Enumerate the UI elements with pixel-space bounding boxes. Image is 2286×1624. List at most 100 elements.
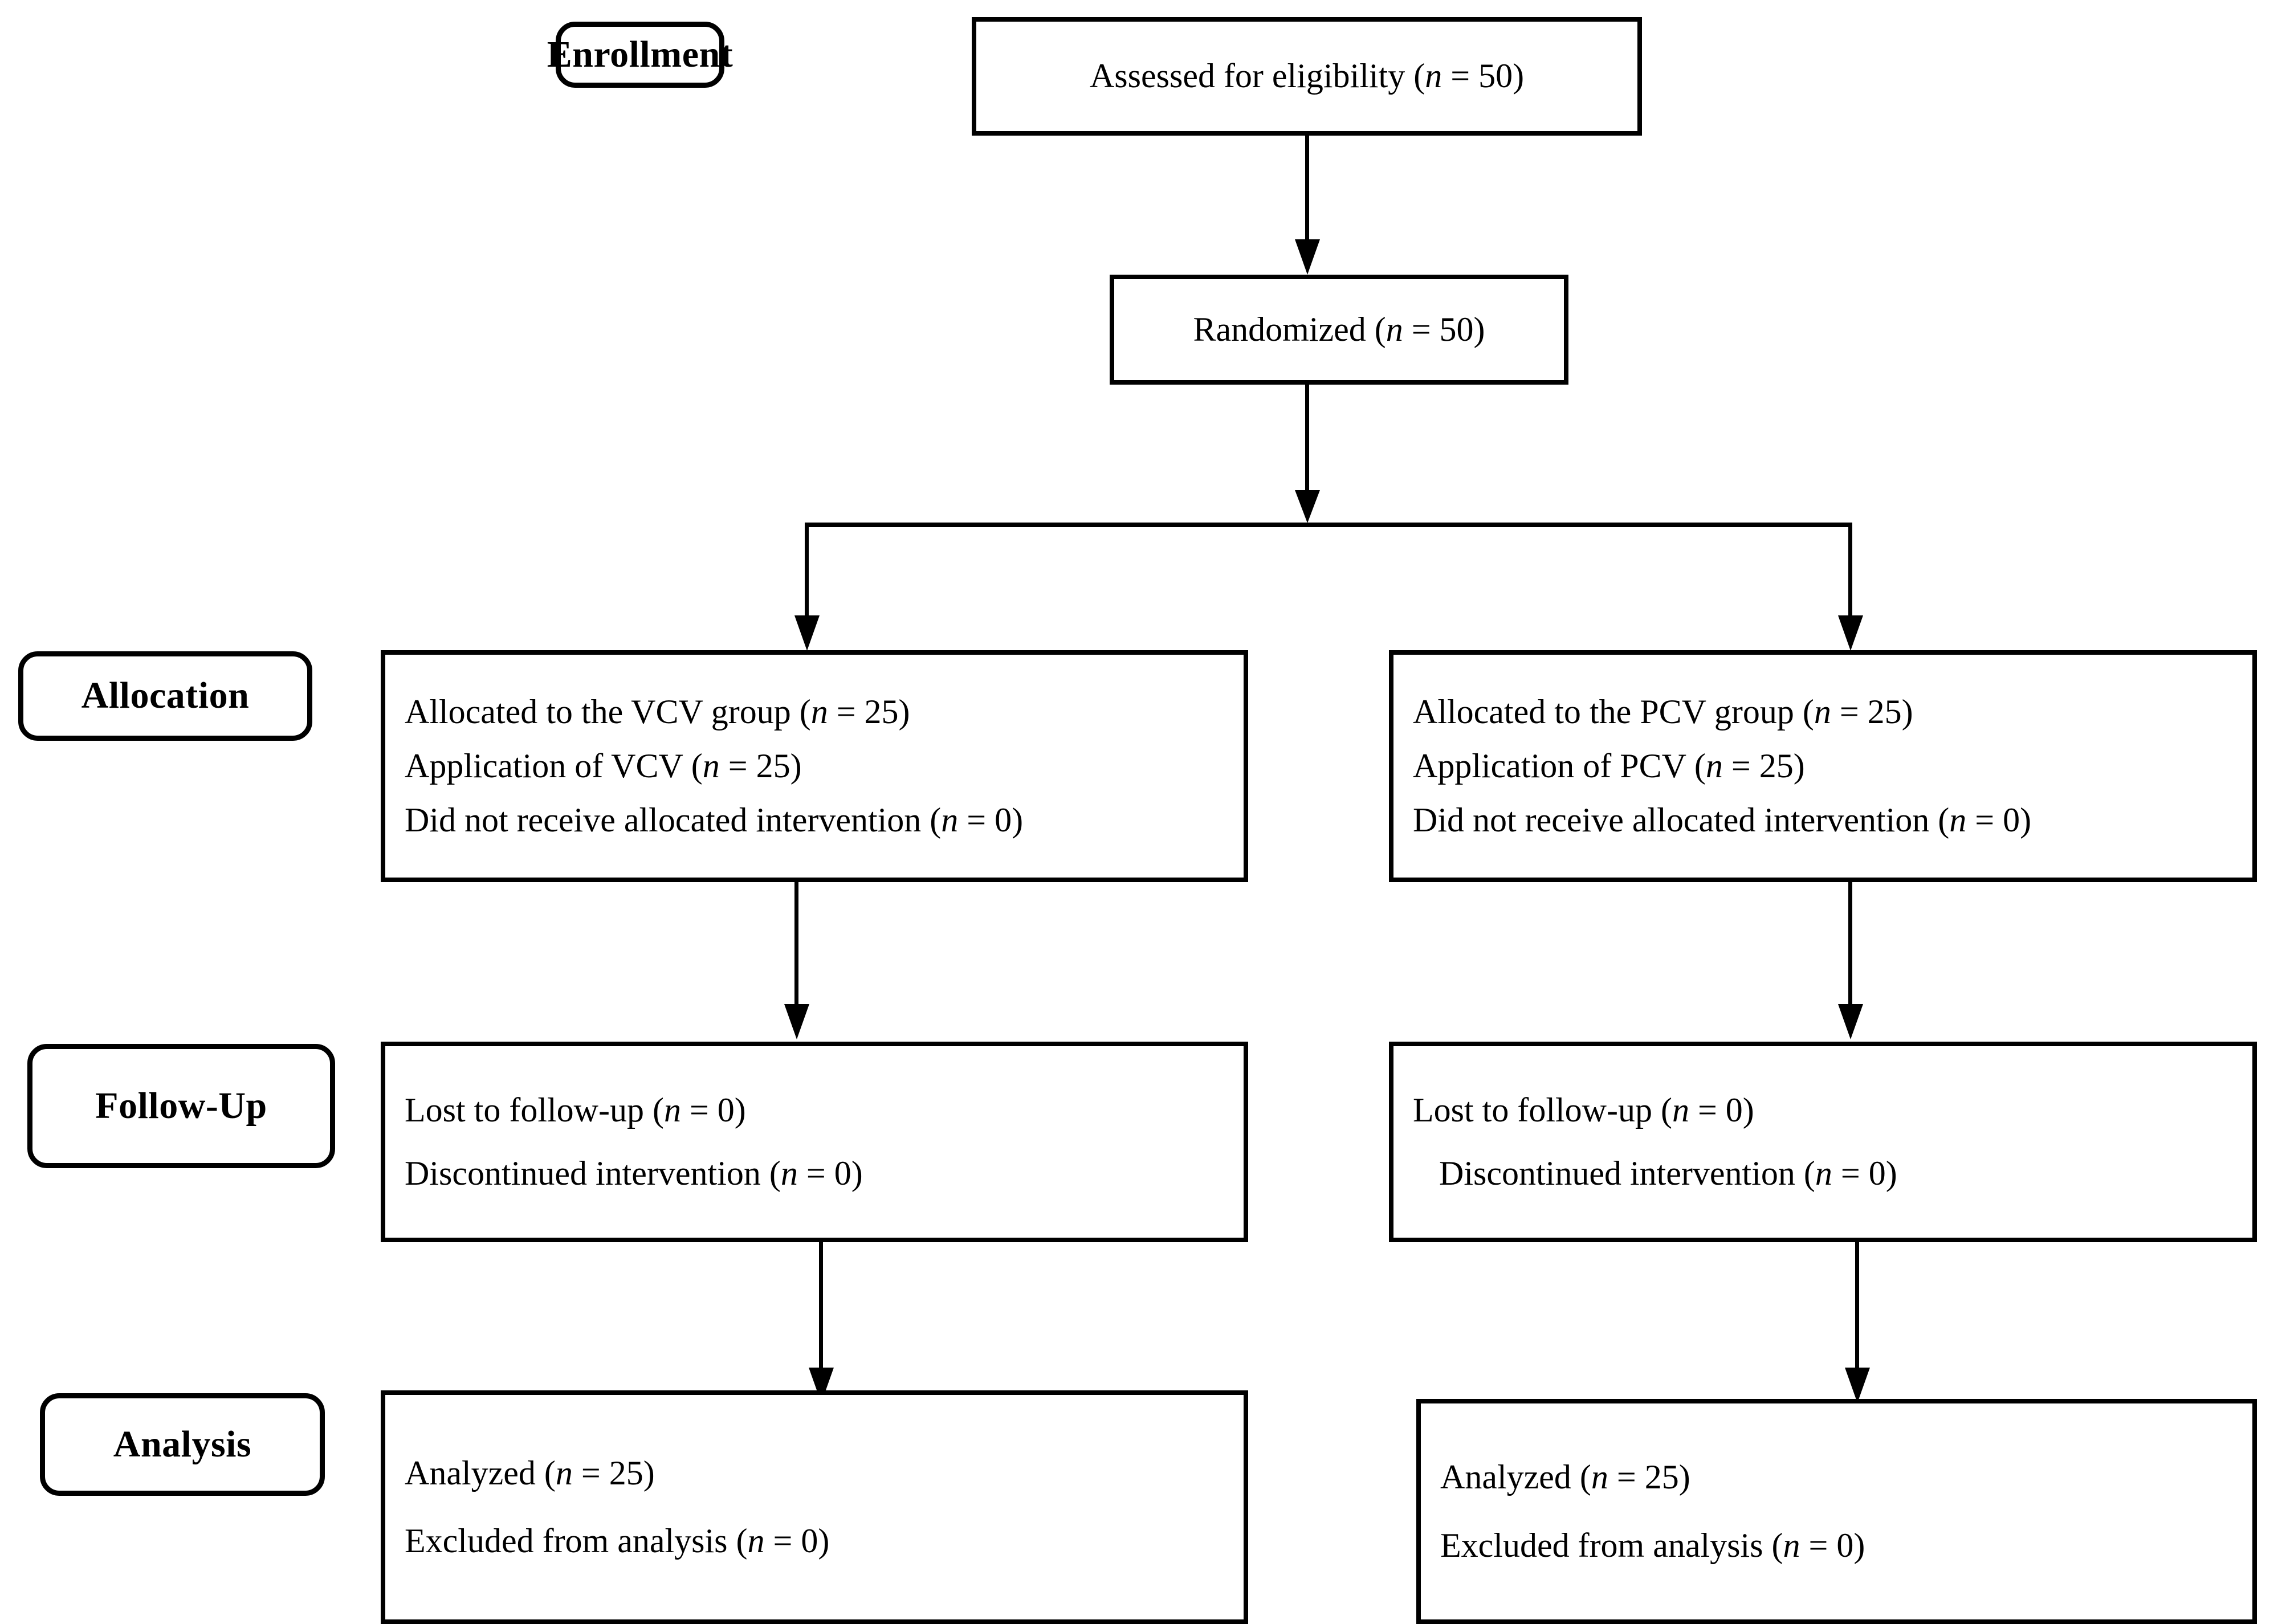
followup-vcv-line-2-close-paren: )	[851, 1154, 863, 1192]
assessed-value: 50	[1478, 57, 1513, 95]
allocation-vcv-line-2-eq: =	[719, 746, 756, 785]
allocation-pcv-line-3: Did not receive allocated intervention (…	[1413, 801, 2233, 839]
analysis-pcv-line-1-close-paren: )	[1678, 1458, 1690, 1496]
box-allocation-vcv: Allocated to the VCV group (n = 25) Appl…	[381, 650, 1248, 882]
analysis-pcv-line-1: Analyzed (n = 25)	[1440, 1458, 2233, 1496]
allocation-pcv-line-1-close-paren: )	[1901, 692, 1913, 731]
allocation-vcv-line-1-n-symbol: n	[810, 692, 828, 731]
analysis-pcv-line-2-close-paren: )	[1853, 1526, 1865, 1564]
stage-label-follow-up-text: Follow-Up	[95, 1084, 267, 1127]
stage-label-analysis: Analysis	[40, 1393, 325, 1496]
analysis-pcv-line-2-eq: =	[1800, 1526, 1837, 1564]
randomized-label: Randomized (	[1193, 310, 1386, 348]
allocation-vcv-line-1-label: Allocated to the VCV group (	[405, 692, 811, 731]
assessed-text: Assessed for eligibility (n = 50)	[1090, 57, 1524, 95]
stage-label-enrollment-text: Enrollment	[547, 33, 734, 75]
analysis-vcv-line-1-eq: =	[572, 1454, 609, 1492]
stage-label-allocation: Allocation	[18, 651, 312, 741]
assessed-close-paren: )	[1513, 57, 1525, 95]
allocation-pcv-line-2-close-paren: )	[1793, 746, 1805, 785]
connector-followup-to-analysis-right	[1855, 1242, 1859, 1372]
connector-split-right-drop	[1848, 523, 1852, 625]
allocation-vcv-line-2-label: Application of VCV (	[405, 746, 703, 785]
allocation-vcv-line-1: Allocated to the VCV group (n = 25)	[405, 693, 1224, 731]
arrowhead-allocation-left	[794, 615, 820, 651]
allocation-pcv-line-3-eq: =	[1966, 801, 2003, 839]
allocation-pcv-line-2: Application of PCV (n = 25)	[1413, 747, 2233, 785]
allocation-pcv-line-3-label: Did not receive allocated intervention (	[1413, 801, 1950, 839]
allocation-vcv-line-3-value: 0	[995, 801, 1012, 839]
allocation-pcv-line-2-eq: =	[1722, 746, 1759, 785]
box-analysis-pcv: Analyzed (n = 25) Excluded from analysis…	[1416, 1399, 2257, 1624]
analysis-pcv-line-1-n-symbol: n	[1591, 1458, 1608, 1496]
allocation-pcv-line-2-n-symbol: n	[1705, 746, 1723, 785]
followup-pcv-line-2: Discontinued intervention (n = 0)	[1413, 1154, 2233, 1193]
analysis-vcv-line-2-n-symbol: n	[747, 1522, 765, 1560]
followup-pcv-line-1-label: Lost to follow-up (	[1413, 1091, 1672, 1129]
followup-vcv-line-2-eq: =	[797, 1154, 834, 1192]
analysis-vcv-line-1-label: Analyzed (	[405, 1454, 556, 1492]
connector-allocation-to-followup-left	[794, 882, 798, 1009]
allocation-vcv-line-3-label: Did not receive allocated intervention (	[405, 801, 942, 839]
analysis-pcv-line-2-value: 0	[1836, 1526, 1854, 1564]
followup-pcv-line-2-label: Discontinued intervention (	[1439, 1154, 1815, 1192]
followup-pcv-line-1-n-symbol: n	[1672, 1091, 1689, 1129]
arrowhead-randomized	[1295, 239, 1320, 275]
followup-vcv-line-2-n-symbol: n	[780, 1154, 798, 1192]
analysis-pcv-line-1-value: 25	[1644, 1458, 1679, 1496]
assessed-label: Assessed for eligibility (	[1089, 57, 1425, 95]
allocation-pcv-line-1-label: Allocated to the PCV group (	[1413, 692, 1814, 731]
allocation-vcv-line-2-value: 25	[756, 746, 790, 785]
analysis-vcv-line-2-close-paren: )	[818, 1522, 830, 1560]
allocation-pcv-line-1-eq: =	[1831, 692, 1868, 731]
allocation-vcv-line-3-close-paren: )	[1012, 801, 1024, 839]
followup-pcv-line-1-value: 0	[1725, 1091, 1743, 1129]
arrowhead-split-junction	[1295, 490, 1320, 523]
randomized-text: Randomized (n = 50)	[1193, 311, 1485, 349]
followup-pcv-line-2-eq: =	[1832, 1154, 1869, 1192]
followup-vcv-line-1-n-symbol: n	[663, 1091, 681, 1129]
followup-vcv-line-1-eq: =	[680, 1091, 718, 1129]
analysis-pcv-line-2-label: Excluded from analysis (	[1440, 1526, 1783, 1564]
assessed-eq: =	[1442, 57, 1479, 95]
analysis-pcv-line-1-label: Analyzed (	[1440, 1458, 1591, 1496]
analysis-pcv-line-1-eq: =	[1608, 1458, 1645, 1496]
allocation-pcv-line-3-value: 0	[2003, 801, 2020, 839]
analysis-vcv-line-1-value: 25	[609, 1454, 643, 1492]
allocation-vcv-line-1-value: 25	[864, 692, 899, 731]
box-followup-vcv: Lost to follow-up (n = 0) Discontinued i…	[381, 1042, 1248, 1242]
box-analysis-vcv: Analyzed ( n = 25) Excluded from analysis…	[381, 1390, 1248, 1624]
arrowhead-followup-right	[1838, 1004, 1863, 1039]
randomized-close-paren: )	[1473, 310, 1485, 348]
followup-pcv-line-2-n-symbol: n	[1815, 1154, 1832, 1192]
followup-vcv-line-1-label: Lost to follow-up (	[405, 1091, 664, 1129]
box-followup-pcv: Lost to follow-up (n = 0) Discontinued i…	[1389, 1042, 2257, 1242]
allocation-vcv-line-1-eq: =	[828, 692, 865, 731]
stage-label-analysis-text: Analysis	[113, 1423, 252, 1465]
randomized-n-symbol: n	[1386, 310, 1403, 348]
connector-split-left-drop	[805, 523, 809, 625]
assessed-n-symbol: n	[1425, 57, 1442, 95]
box-assessed-for-eligibility: Assessed for eligibility (n = 50)	[972, 17, 1642, 136]
allocation-pcv-line-2-label: Application of PCV (	[1413, 746, 1706, 785]
allocation-pcv-line-1-value: 25	[1867, 692, 1902, 731]
connector-randomized-stem	[1305, 385, 1309, 508]
box-allocation-pcv: Allocated to the PCV group ( n = 25) Appl…	[1389, 650, 2257, 882]
allocation-pcv-line-2-value: 25	[1759, 746, 1794, 785]
randomized-eq: =	[1403, 310, 1440, 348]
followup-pcv-line-2-value: 0	[1868, 1154, 1886, 1192]
followup-pcv-line-1: Lost to follow-up (n = 0)	[1413, 1091, 2233, 1129]
analysis-vcv-line-2-eq: =	[764, 1522, 801, 1560]
connector-followup-to-analysis-left	[819, 1242, 823, 1372]
followup-vcv-line-1-value: 0	[717, 1091, 735, 1129]
followup-vcv-line-1-close-paren: )	[734, 1091, 746, 1129]
arrowhead-allocation-right	[1838, 615, 1863, 651]
allocation-pcv-line-3-n-symbol: n	[1949, 801, 1967, 839]
followup-vcv-line-2-value: 0	[834, 1154, 851, 1192]
allocation-pcv-line-3-close-paren: )	[2020, 801, 2032, 839]
arrowhead-followup-left	[784, 1004, 809, 1039]
analysis-vcv-line-2: Excluded from analysis (n = 0)	[405, 1522, 1224, 1560]
connector-assessed-to-randomized	[1305, 136, 1309, 244]
connector-split-horizontal	[805, 523, 1852, 527]
